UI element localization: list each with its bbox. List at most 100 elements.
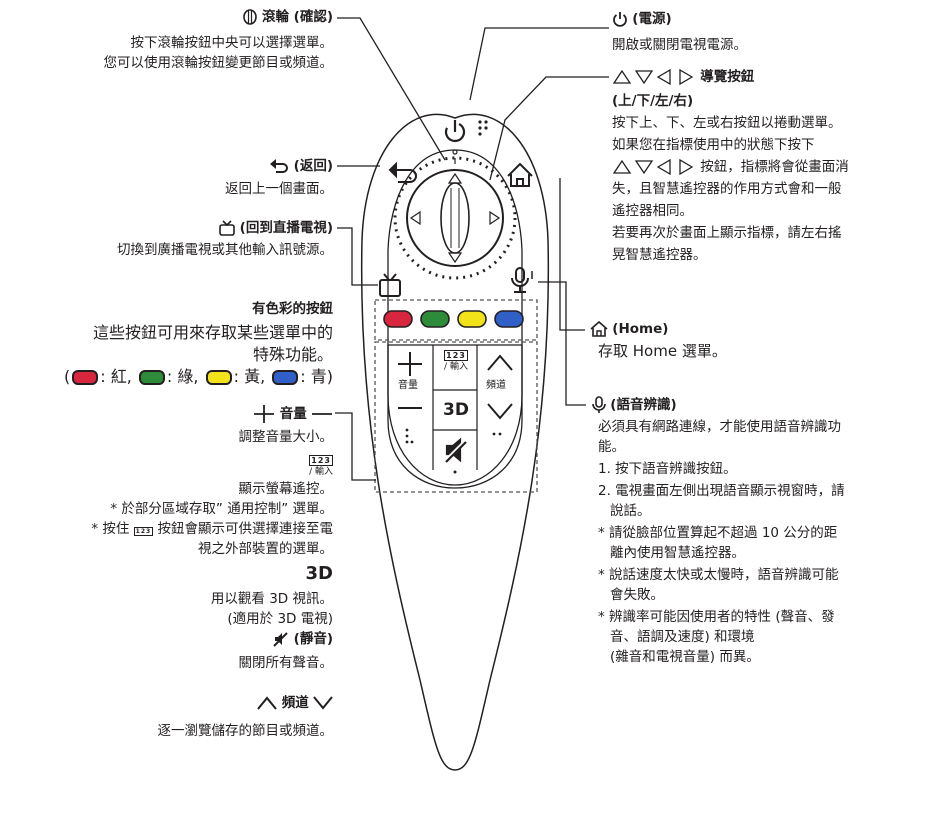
voice-line-12: (雜音和電視音量) 而異。 <box>610 649 760 665</box>
wheel-desc-2: 您可以使用滾輪按鈕變更節目或頻道。 <box>103 55 334 71</box>
nav-left-arrow[interactable] <box>409 210 421 226</box>
back-heading: (返回) <box>269 157 333 175</box>
voice-heading: (語音辨識) <box>592 396 677 414</box>
channel-up-button[interactable] <box>487 354 513 371</box>
volume-desc: 調整音量大小。 <box>238 429 334 445</box>
channel-title: 頻道 <box>281 695 309 711</box>
voice-line-10: * 辨識率可能因使用者的特性 (聲音、發 <box>598 609 835 625</box>
live-heading: (回到直播電視) <box>219 219 333 237</box>
3d-icon: 3D <box>305 563 333 584</box>
nav-line-5: 遙控器相同。 <box>612 203 693 219</box>
nav-right-arrow[interactable] <box>489 210 501 226</box>
voice-line-2: 能。 <box>598 439 625 455</box>
voice-line-7: 離內使用智慧遙控器。 <box>610 545 745 561</box>
remote-input-number: 123 <box>444 350 468 361</box>
nav-up-arrow[interactable] <box>447 172 463 184</box>
nav-sub: (上/下/左/右) <box>612 93 694 109</box>
nav-down-arrow[interactable] <box>447 252 463 264</box>
legend-green-swatch <box>138 370 165 385</box>
home-title: (Home) <box>612 321 669 337</box>
red-button[interactable] <box>383 310 413 328</box>
back-button[interactable] <box>388 161 417 183</box>
volume-heading: 音量 <box>253 404 333 424</box>
nav-heading: 導覽按鈕 <box>612 68 754 86</box>
legend-open: ( <box>64 367 71 386</box>
blue-button[interactable] <box>494 310 524 328</box>
yellow-button[interactable] <box>457 310 487 328</box>
live-title: (回到直播電視) <box>239 220 333 236</box>
channel-down-button[interactable] <box>487 403 513 420</box>
minus-icon <box>312 413 332 415</box>
nav-line-2: 如果您在指標使用中的狀態下按下 <box>612 137 815 153</box>
live-tv-button[interactable] <box>379 273 401 297</box>
input-note-2a: * 按住 <box>91 521 130 537</box>
remote-3d-button[interactable]: 3D <box>443 400 469 420</box>
volume-title: 音量 <box>279 406 307 422</box>
mic-icon <box>592 396 606 413</box>
channel-desc: 逐一瀏覽儲存的節目或頻道。 <box>157 723 334 739</box>
mute-icon <box>273 632 289 647</box>
power-title: (電源) <box>632 11 672 27</box>
input-number-icon: 123 <box>309 455 333 466</box>
plus-icon <box>254 405 275 423</box>
legend-red-swatch <box>72 370 99 385</box>
channel-down-icon <box>313 696 333 710</box>
green-button[interactable] <box>420 310 450 328</box>
home-heading: (Home) <box>590 320 668 338</box>
arrow-keys-icon <box>612 69 694 85</box>
legend-blue-swatch <box>272 370 299 385</box>
colorbtn-title: 有色彩的按鈕 <box>252 301 333 317</box>
nav-title: 導覽按鈕 <box>700 69 755 85</box>
mic-button[interactable] <box>511 267 529 293</box>
power-dots <box>478 120 488 136</box>
nav-line-1: 按下上、下、左或右按鈕以捲動選單。 <box>612 115 842 131</box>
voice-line-9: 會失敗。 <box>610 587 664 603</box>
arrow-keys-icon <box>612 159 694 175</box>
nav-pad[interactable] <box>406 169 504 267</box>
legend-yellow-swatch <box>205 370 232 385</box>
nav-line-3-text: 按鈕，指標將會從畫面消 <box>700 159 849 175</box>
legend-red: : 紅, <box>100 367 132 386</box>
voice-line-6: * 請從臉部位置算起不超過 10 公分的距 <box>598 525 838 541</box>
wheel-button[interactable] <box>440 182 470 254</box>
remote-body <box>360 113 550 771</box>
3d-desc-2: (適用於 3D 電視) <box>227 611 333 627</box>
wheel-title: 滾輪 (確認) <box>261 9 333 25</box>
mute-title: (靜音) <box>293 631 333 647</box>
remote-channel-label: 頻道 <box>486 380 506 391</box>
live-tv-icon <box>219 220 236 236</box>
wheel-desc-1: 按下滾輪按鈕中央可以選擇選單。 <box>130 35 334 51</box>
leader-lines <box>335 17 609 481</box>
input-note-1: * 於部分區域存取” 通用控制” 選單。 <box>110 501 333 517</box>
voice-line-1: 必須具有網路連線，才能使用語音辨識功 <box>598 419 841 435</box>
home-button[interactable] <box>507 162 533 187</box>
input-sub: / 輸入 <box>309 467 333 477</box>
colorbtn-desc-2: 特殊功能。 <box>252 345 333 364</box>
colorbtn-desc-1: 這些按鈕可用來存取某些選單中的 <box>92 323 333 342</box>
power-button[interactable] <box>443 120 467 144</box>
input-note-2: * 按住 123 按鈕會顯示可供選擇連接至電 <box>91 520 333 538</box>
mute-button[interactable] <box>442 437 468 464</box>
nav-line-6: 若要再次於畫面上顯示指標，請左右搖 <box>612 225 842 241</box>
wheel-heading: 滾輪 (確認) <box>242 8 333 26</box>
legend-green: : 綠, <box>166 367 199 386</box>
pointer-icon <box>452 149 458 164</box>
mute-desc: 關閉所有聲音。 <box>238 655 334 671</box>
voice-line-3: 1. 按下語音辨識按鈕。 <box>598 461 737 477</box>
input-heading: 123 <box>309 450 333 468</box>
power-desc: 開啟或關閉電視電源。 <box>612 37 747 53</box>
live-desc: 切換到廣播電視或其他輸入訊號源。 <box>117 242 333 258</box>
wheel-icon <box>242 9 257 25</box>
remote-input-sub: / 輸入 <box>444 362 468 372</box>
channel-up-icon <box>257 696 278 710</box>
wheel-ring <box>393 156 517 280</box>
lower-buttons-box <box>374 341 538 493</box>
voice-line-4: 2. 電視畫面左側出現語音顯示視窗時，請 <box>598 483 845 499</box>
remote-input-button[interactable]: 123 / 輸入 <box>439 350 473 373</box>
colorbtn-legend: (: 紅, : 綠, : 黃, : 青) <box>64 366 333 388</box>
nav-line-4: 失，且智慧遙控器的作用方式會和一般 <box>612 181 842 197</box>
legend-yellow: : 黃, <box>233 367 266 386</box>
volume-plus-button[interactable] <box>398 352 422 376</box>
input-number-icon-small: 123 <box>133 527 154 536</box>
